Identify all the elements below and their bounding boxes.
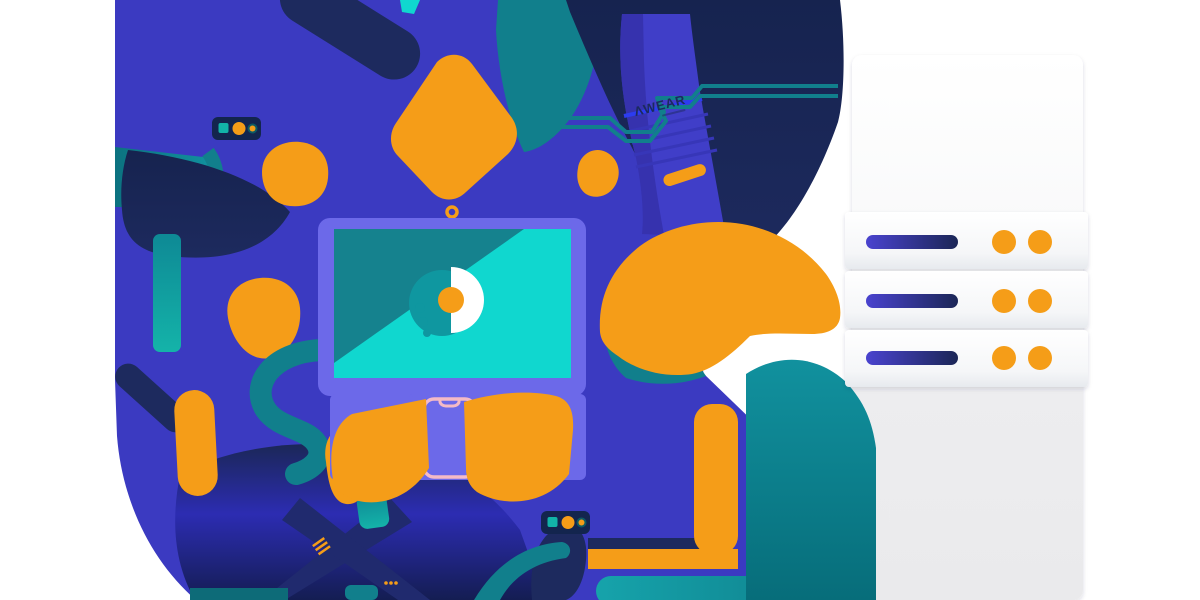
- smartwatch-band: ΛWEAR: [560, 14, 838, 238]
- band-button: [663, 164, 706, 186]
- row-dot: [992, 289, 1016, 313]
- hand-fist-mid-left: [227, 277, 301, 359]
- strap-outline-line: [560, 84, 838, 134]
- navy-blob-bottom-center: [531, 525, 587, 600]
- band-ridge: [635, 148, 718, 169]
- control-square: [547, 517, 558, 527]
- megaphone-cone: [121, 150, 290, 258]
- band-shadow: [620, 14, 664, 235]
- shoe-dots: [384, 581, 398, 585]
- list-row: [845, 271, 1088, 328]
- hand-mitten-right: [464, 392, 574, 502]
- shoe-teal-toe: [345, 585, 378, 600]
- teal-bar-bottom-edge: [190, 588, 288, 600]
- row-dot: [1028, 346, 1052, 370]
- camera-dot-icon: [445, 205, 459, 219]
- teal-stripe-left: [153, 234, 181, 352]
- hand-finger-bar: [174, 390, 218, 496]
- teal-blob-top-center: [496, 0, 601, 152]
- control-dot-small: [578, 519, 585, 526]
- window-controls-pill-1: [212, 117, 261, 140]
- navy-ribbon-top: [279, 0, 421, 80]
- phone-notch: [438, 400, 461, 408]
- half-donut-gauge-icon: [409, 267, 484, 337]
- row-text-bar: [866, 294, 958, 308]
- teal-wedge-right: [746, 359, 876, 600]
- window-controls-pill-2: [541, 511, 590, 534]
- control-dot: [232, 122, 246, 135]
- row-dot: [1028, 289, 1052, 313]
- wristband-subtext-line: [662, 109, 686, 117]
- orange-bar-vertical: [694, 404, 738, 554]
- band-ridge: [629, 112, 709, 133]
- teal-crescent-bottom: [474, 542, 571, 600]
- row-dot: [992, 346, 1016, 370]
- row-dot: [1028, 230, 1052, 254]
- list-panel: [845, 212, 1088, 387]
- hand-pointing-right: [599, 222, 841, 376]
- cyan-sliver-top: [400, 0, 420, 14]
- hand-mitten-left: [331, 399, 429, 503]
- desktop-monitor: [318, 205, 586, 480]
- list-row: [845, 212, 1088, 269]
- control-square: [218, 123, 229, 133]
- strap-outline-line: [560, 94, 838, 143]
- row-dot: [992, 230, 1016, 254]
- hand-top-diamond: [390, 54, 517, 200]
- hand-fist-top-left: [262, 141, 329, 207]
- row-text-bar: [866, 351, 958, 365]
- orange-bar-horizontal: [588, 549, 738, 569]
- list-row: [845, 330, 1088, 387]
- shoe-teal-tab: [356, 493, 390, 529]
- hand-small-right-top: [577, 149, 619, 197]
- row-text-bar: [866, 235, 958, 249]
- control-dot-small: [249, 125, 256, 132]
- shoe-lace-strap: [282, 498, 430, 600]
- navy-diagonal-bar: [115, 363, 189, 433]
- control-dot: [561, 516, 575, 529]
- sneaker-shoe: [175, 443, 546, 600]
- band-ridge: [633, 136, 715, 157]
- teal-s-ribbon: [249, 339, 333, 485]
- triple-hatch-icon: [312, 537, 331, 556]
